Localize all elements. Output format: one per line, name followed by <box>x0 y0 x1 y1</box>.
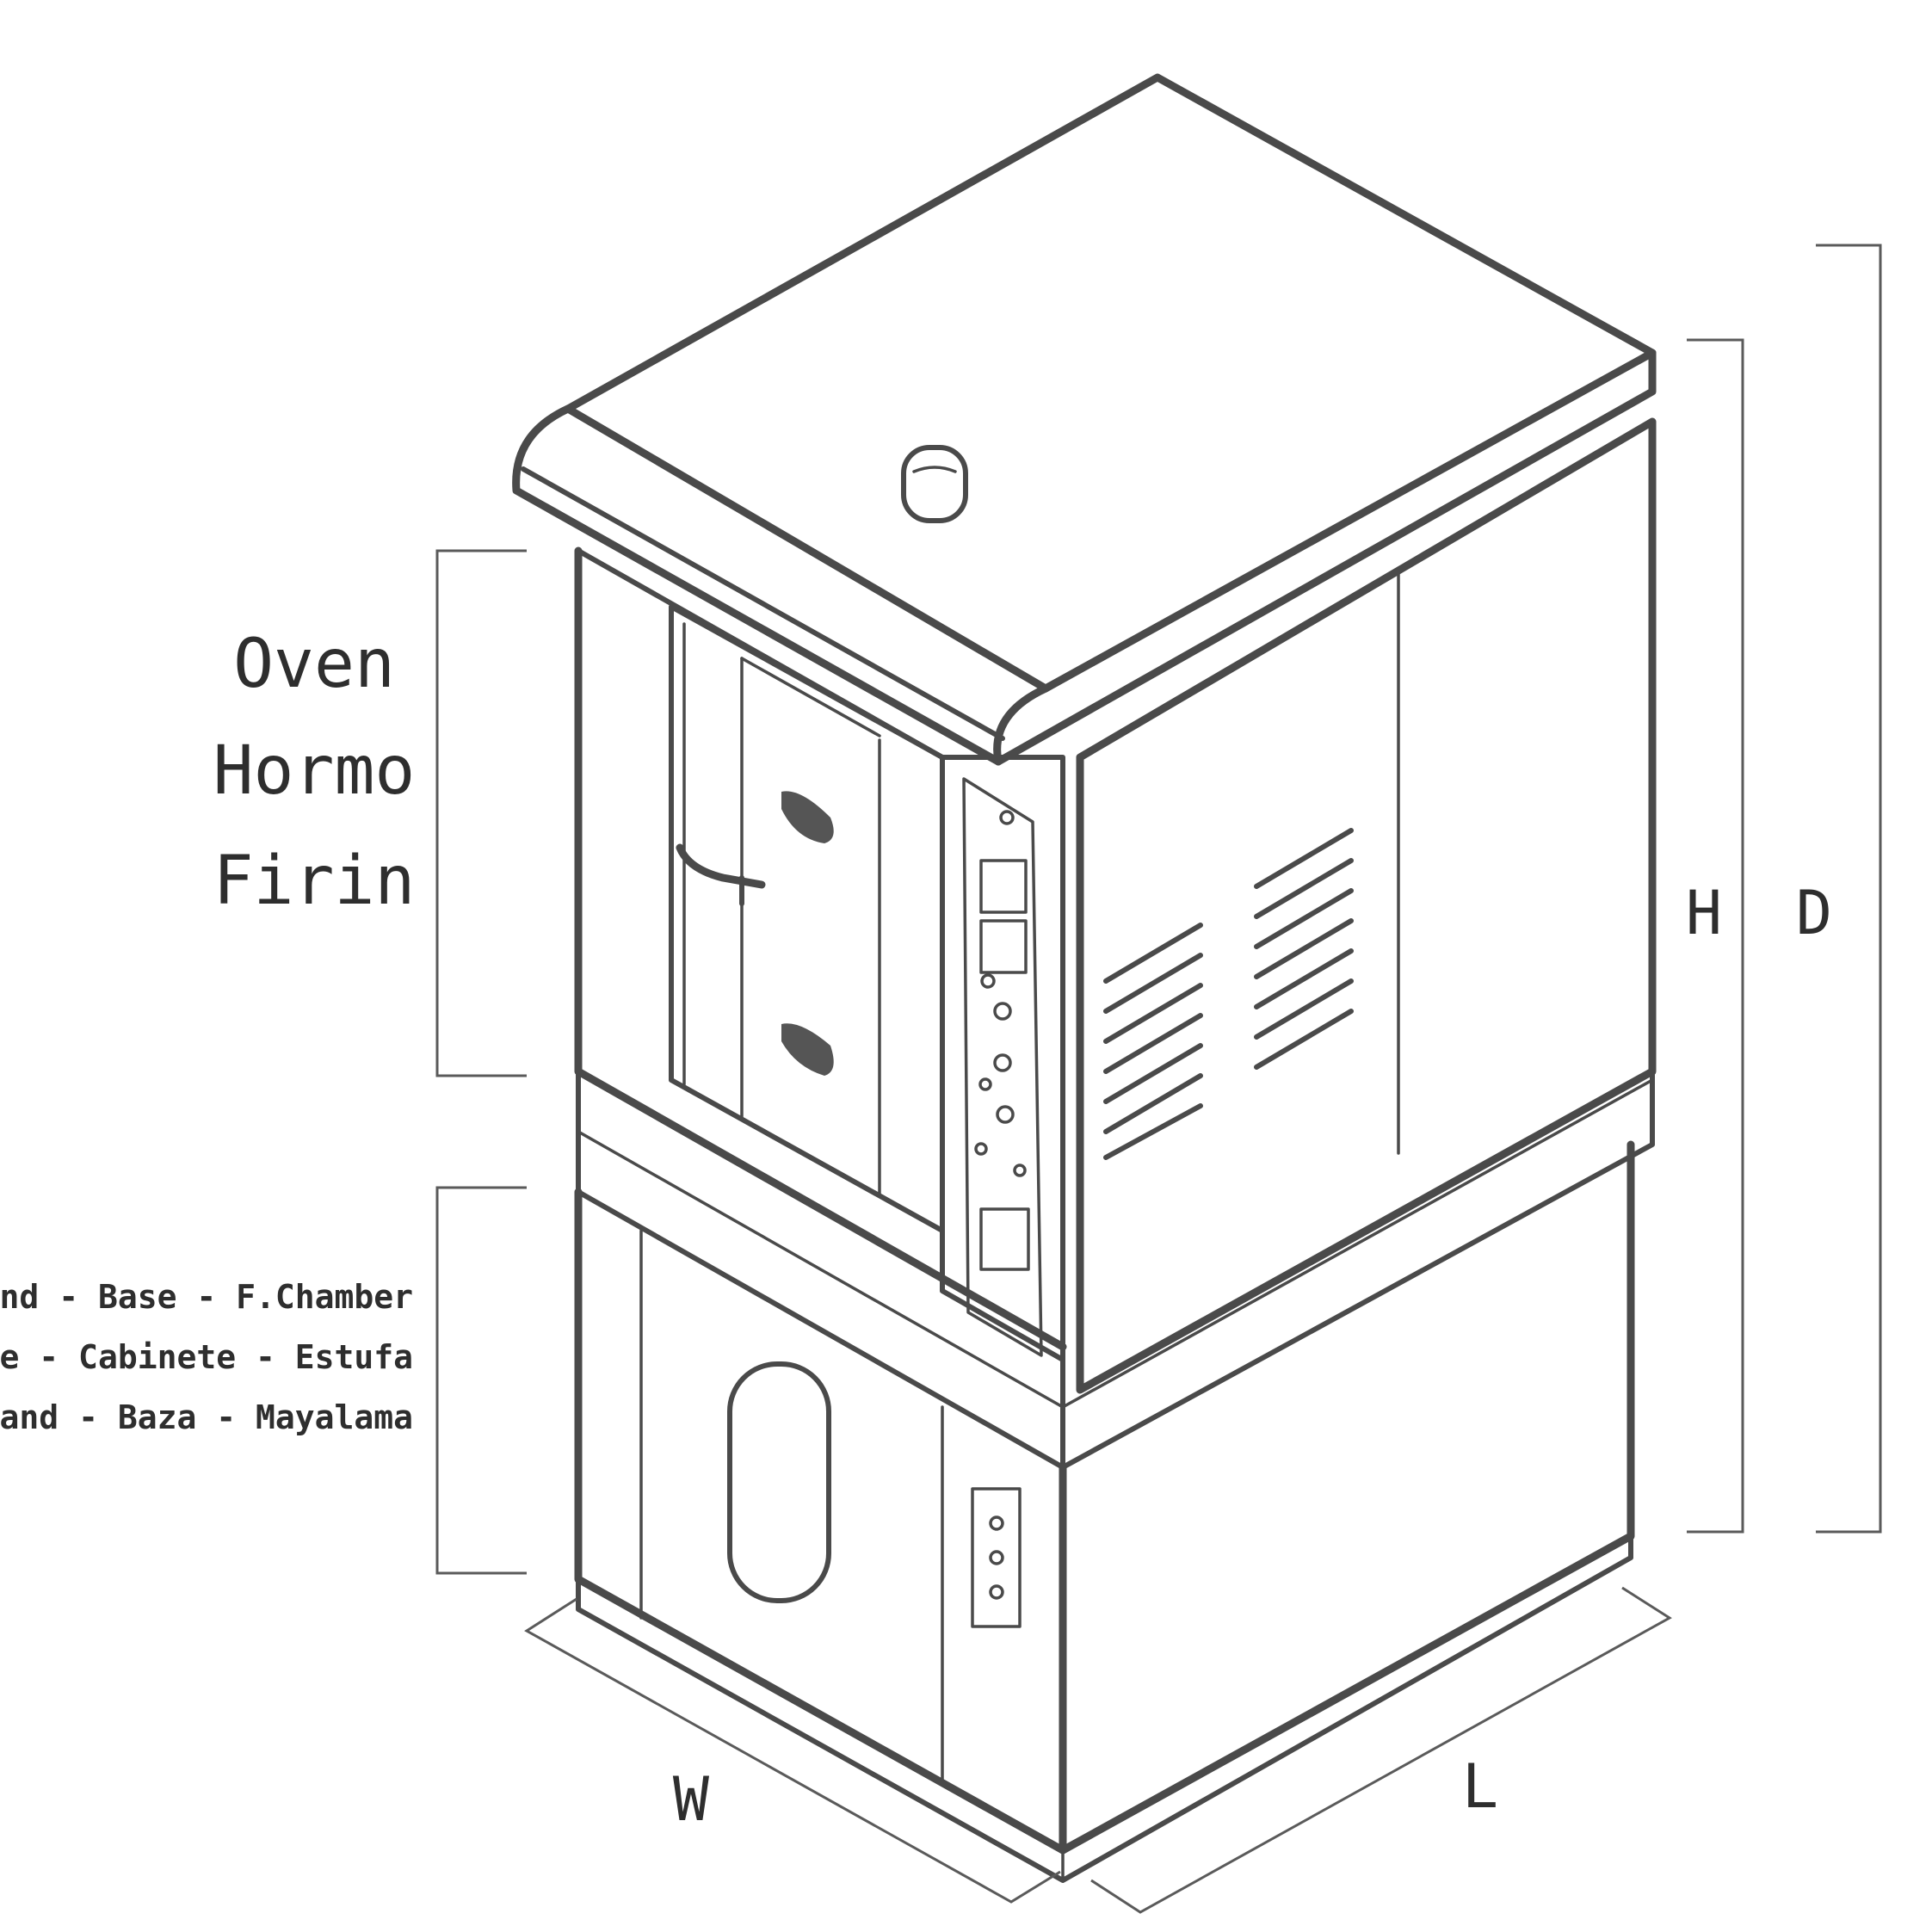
door-vent-lower-icon <box>781 1023 834 1076</box>
oven-label-en: Oven <box>233 626 395 703</box>
control-knob-icon <box>980 973 996 989</box>
height-label: H <box>1686 878 1722 948</box>
width-label: W <box>673 1764 710 1835</box>
stand-label-en: Stand - Base - F.Chamber <box>0 1278 413 1316</box>
oven-side-panel <box>1076 417 1657 1394</box>
door-vent-upper-icon <box>781 791 834 843</box>
control-display-1 <box>979 859 1028 914</box>
stand-bracket <box>435 1186 527 1575</box>
oven-base-band <box>576 1069 1655 1470</box>
power-switch-icon <box>979 1207 1030 1271</box>
door-handle-icon <box>676 843 766 889</box>
top-handle-icon <box>901 445 968 523</box>
side-vents-icon <box>1103 828 1354 1160</box>
stand-window-icon <box>727 1361 831 1603</box>
stand-label-es: Soporte - Cabinete - Estufa <box>0 1338 413 1376</box>
oven-door <box>669 604 945 1233</box>
depth-dimension-bracket <box>1816 244 1882 1534</box>
stand-label-tr: Stand - Baza - Mayalama <box>0 1398 413 1436</box>
length-dimension-line <box>1090 1586 1672 1914</box>
oven-label-tr: Firin <box>213 843 416 920</box>
width-dimension-line <box>524 1597 1061 1904</box>
stand-side-panel <box>1059 1140 1635 1855</box>
oven-top-lid <box>564 73 1657 693</box>
lid-front-edge <box>512 404 1050 766</box>
oven-bracket <box>435 549 527 1077</box>
height-dimension-bracket <box>1687 338 1744 1534</box>
depth-label: D <box>1796 878 1832 948</box>
lid-side-edge <box>994 349 1657 766</box>
stand-control-panel <box>971 1487 1022 1628</box>
length-label: L <box>1462 1751 1498 1822</box>
oven-label-es: Hormo <box>213 732 416 810</box>
control-display-2 <box>979 919 1028 974</box>
oven-front-panel <box>574 546 1067 1351</box>
